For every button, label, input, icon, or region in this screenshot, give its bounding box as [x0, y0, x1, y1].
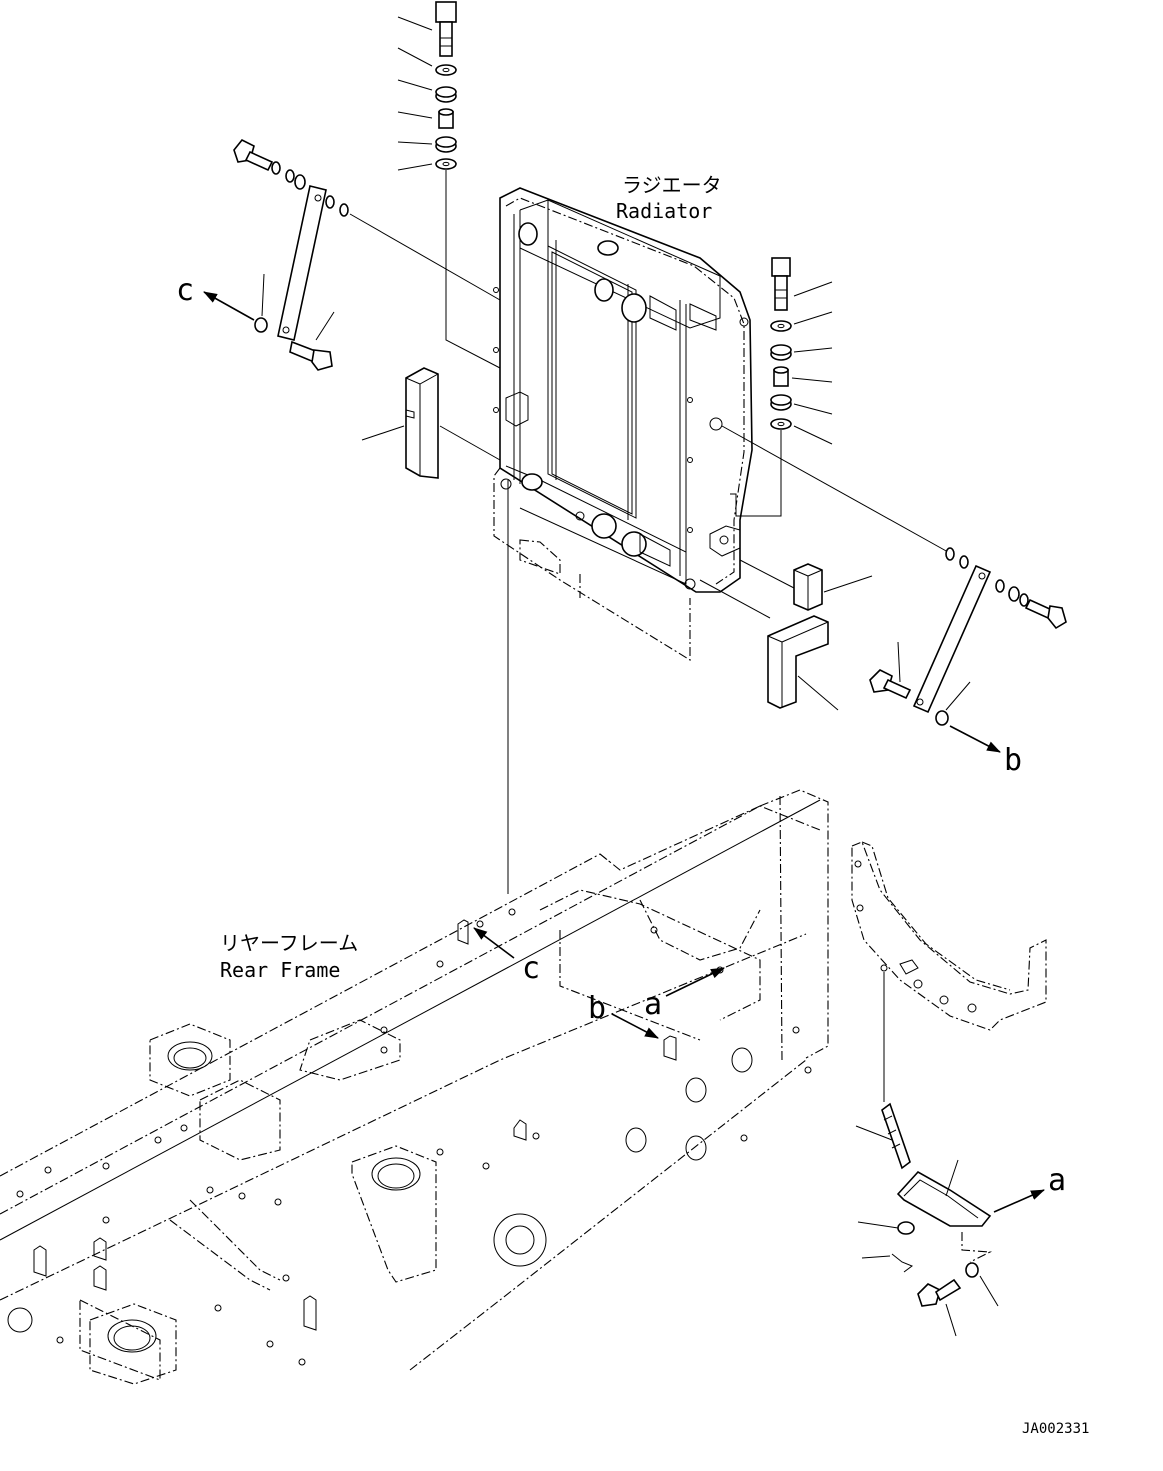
ref-label-a-frame: a: [644, 987, 662, 1022]
arrowhead-icon: [993, 1189, 1045, 1213]
rubber-block-left: [361, 367, 501, 479]
ref-label-c-frame: c: [522, 951, 540, 986]
rear-frame: リヤーフレーム Rear Frame c a b: [0, 789, 829, 1385]
radiator-label-jp: ラジエータ: [622, 173, 722, 197]
right-fastener-stack: [730, 257, 833, 517]
fan-shroud-segment: [851, 841, 1047, 1031]
mount-boss: [89, 1303, 177, 1385]
bolt-icon: [869, 669, 912, 700]
rubber-block-small: [739, 559, 873, 611]
top-fastener-stack: [397, 1, 501, 369]
arrowhead-icon: [611, 1013, 659, 1039]
ref-label-a-bracket: a: [1048, 1163, 1066, 1198]
ref-label-c-left: c: [176, 273, 194, 308]
mount-boss: [149, 1023, 231, 1097]
holder-bracket-assembly: a: [855, 1102, 1066, 1337]
right-stay-assembly: b: [869, 547, 1067, 778]
bushing-icon: [438, 108, 454, 129]
mount-boss: [351, 1145, 437, 1283]
bolt-icon: [771, 257, 791, 311]
left-stay-assembly: c: [176, 138, 501, 371]
washer-icon: [435, 64, 457, 76]
washer-icon: [770, 418, 792, 430]
washer-icon: [435, 158, 457, 170]
bolt-icon: [435, 1, 457, 57]
stud-icon: [881, 1102, 911, 1170]
washer-icon: [897, 1221, 915, 1235]
stay-bar: [912, 564, 992, 714]
arrowhead-icon: [473, 927, 515, 959]
bolt-icon: [1024, 598, 1067, 630]
arrowhead-icon: [949, 725, 1001, 753]
rear-frame-label-en: Rear Frame: [220, 958, 340, 982]
washer-icon: [435, 136, 457, 153]
radiator: ラジエータ Radiator: [493, 173, 949, 661]
washer-icon: [435, 86, 457, 103]
rubber-block-l-shape: [699, 579, 839, 711]
clip-icon: [891, 1253, 914, 1273]
bolt-icon: [289, 340, 333, 371]
washer-icon: [935, 710, 949, 726]
radiator-label-en: Radiator: [616, 199, 712, 223]
washer-icon: [254, 317, 268, 333]
arrowhead-icon: [203, 291, 255, 321]
ref-label-b-right: b: [1004, 743, 1022, 778]
bolt-icon: [917, 1278, 962, 1307]
arrowhead-icon: [665, 967, 725, 997]
washer-icon: [965, 1262, 979, 1278]
rear-frame-label-jp: リヤーフレーム: [220, 931, 358, 955]
stay-bar: [277, 185, 327, 341]
washer-icon: [770, 394, 792, 411]
drawing-code: JA002331: [1022, 1421, 1089, 1437]
bushing-icon: [773, 366, 789, 387]
washer-icon: [770, 320, 792, 332]
washer-icon: [770, 344, 792, 361]
bolt-holes: [16, 908, 812, 1366]
ref-label-b-frame: b: [588, 991, 606, 1026]
bolt-icon: [233, 138, 274, 172]
